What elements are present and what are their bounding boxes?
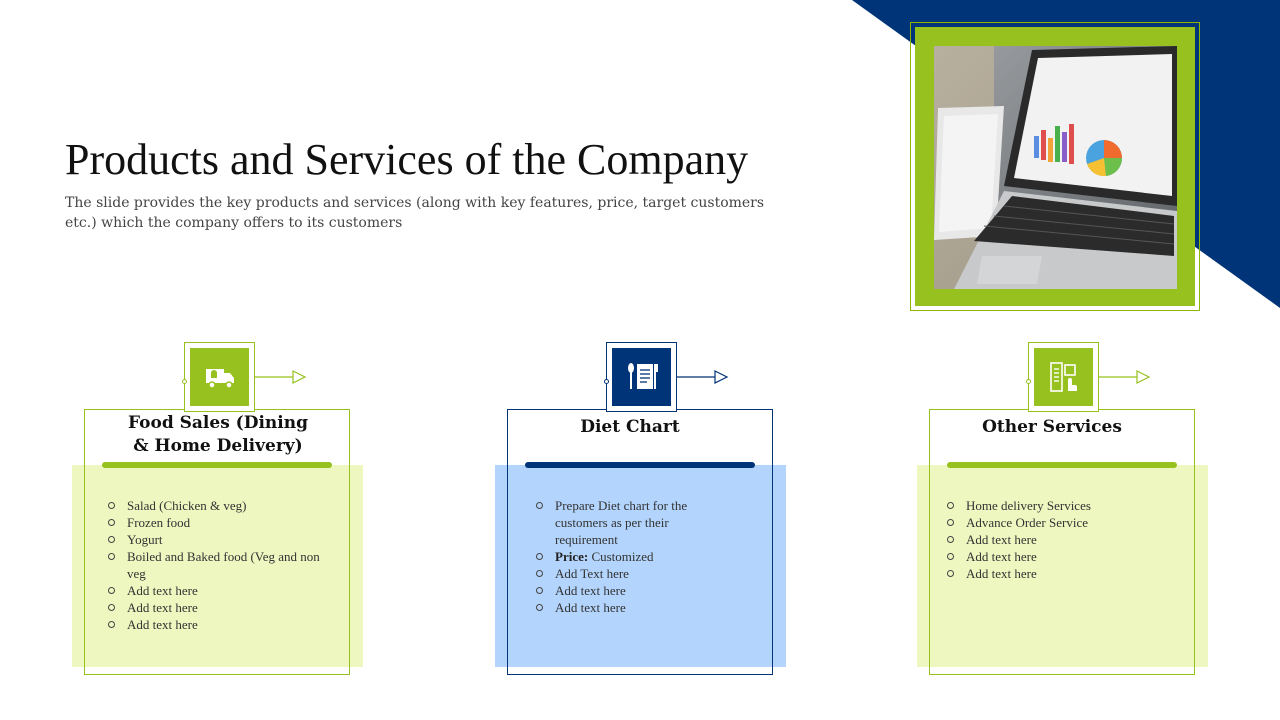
arrow-icon bbox=[1099, 370, 1151, 384]
card-diet-chart-list: Prepare Diet chart for the customers as … bbox=[535, 497, 725, 616]
list-item: Boiled and Baked food (Veg and non veg bbox=[107, 548, 322, 582]
card-other-services-fill bbox=[917, 465, 1208, 667]
card-title-line: Food Sales (Dining bbox=[128, 413, 308, 433]
list-item: Prepare Diet chart for the customers as … bbox=[535, 497, 725, 548]
list-item: Add text here bbox=[107, 616, 322, 633]
connector-dot bbox=[1026, 379, 1031, 384]
page-title: Products and Services of the Company bbox=[65, 135, 749, 184]
arrow-icon bbox=[255, 370, 307, 384]
list-item: Add text here bbox=[946, 565, 1166, 582]
connector-dot bbox=[182, 379, 187, 384]
list-item: Add text here bbox=[535, 599, 725, 616]
card-other-services-bar bbox=[947, 462, 1177, 468]
card-food-sales-icon-box bbox=[184, 342, 255, 412]
card-other-services-list: Home delivery Services Advance Order Ser… bbox=[946, 497, 1166, 582]
list-item: Yogurt bbox=[107, 531, 322, 548]
card-diet-chart-bar bbox=[525, 462, 755, 468]
price-value: Customized bbox=[591, 549, 654, 564]
card-food-sales-title: Food Sales (Dining & Home Delivery) bbox=[85, 412, 351, 458]
list-item: Add text here bbox=[946, 548, 1166, 565]
laptop-photo bbox=[934, 46, 1177, 289]
card-title-line: & Home Delivery) bbox=[133, 436, 303, 456]
list-item: Add text here bbox=[946, 531, 1166, 548]
services-checklist-icon bbox=[1049, 362, 1077, 392]
list-item: Add text here bbox=[107, 599, 322, 616]
list-item: Add text here bbox=[535, 582, 725, 599]
list-item: Frozen food bbox=[107, 514, 322, 531]
card-diet-chart-icon-box bbox=[606, 342, 677, 412]
card-food-sales-list: Salad (Chicken & veg) Frozen food Yogurt… bbox=[107, 497, 322, 633]
delivery-truck-icon bbox=[205, 369, 234, 389]
card-other-services-title: Other Services bbox=[982, 417, 1122, 437]
price-label: Price: bbox=[555, 549, 589, 564]
arrow-icon bbox=[677, 370, 729, 384]
card-diet-chart-title: Diet Chart bbox=[580, 417, 680, 437]
list-item: Salad (Chicken & veg) bbox=[107, 497, 322, 514]
list-item: Add text here bbox=[107, 582, 322, 599]
diet-menu-icon bbox=[627, 363, 658, 389]
card-food-sales-fill bbox=[72, 465, 363, 667]
list-item: Home delivery Services bbox=[946, 497, 1166, 514]
list-item: Add Text here bbox=[535, 565, 725, 582]
page-subtitle: The slide provides the key products and … bbox=[65, 195, 765, 231]
card-diet-chart-fill bbox=[495, 465, 786, 667]
photo-frame-outline bbox=[910, 22, 1200, 311]
card-other-services-icon-box bbox=[1028, 342, 1099, 412]
connector-dot bbox=[604, 379, 609, 384]
list-item-price: Price: Customized bbox=[535, 548, 725, 565]
list-item: Advance Order Service bbox=[946, 514, 1166, 531]
card-food-sales-bar bbox=[102, 462, 332, 468]
